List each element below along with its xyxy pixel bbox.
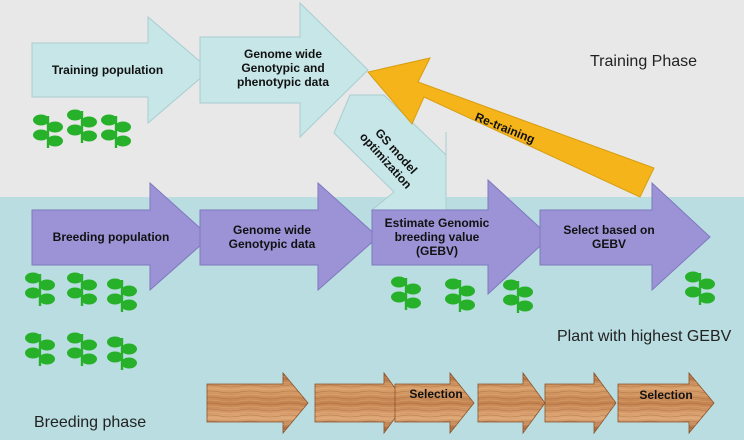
arrow-training-population <box>31 15 211 125</box>
breeding-population-label: Breeding population <box>52 230 170 244</box>
timeline <box>206 371 715 435</box>
arrow-retraining <box>367 57 655 198</box>
arrow-estimate-gebv <box>371 178 551 296</box>
timeline-selection-label-1: Selection <box>409 387 463 401</box>
training-phase-title: Training Phase <box>590 53 698 70</box>
arrow-genotype <box>199 181 379 292</box>
highest-gebv-label: Plant with highest GEBV <box>557 328 732 345</box>
select-gebv-label: Select based on GEBV <box>563 223 655 251</box>
estimate-gebv-label: Estimate Genomic breeding value (GEBV) <box>384 216 490 258</box>
genotype-phenotype-label: Genome wide Genotypic and phenotypic dat… <box>236 47 329 89</box>
arrow-select-gebv <box>539 181 711 292</box>
timeline-selection-label-2: Selection <box>639 388 693 402</box>
breeding-phase-title: Breeding phase <box>34 414 147 431</box>
arrow-genotype-phenotype <box>199 1 369 139</box>
genotype-label: Genome wide Genotypic data <box>228 223 316 251</box>
training-population-label: Training population <box>51 63 164 77</box>
arrow-breeding-population <box>31 181 211 292</box>
